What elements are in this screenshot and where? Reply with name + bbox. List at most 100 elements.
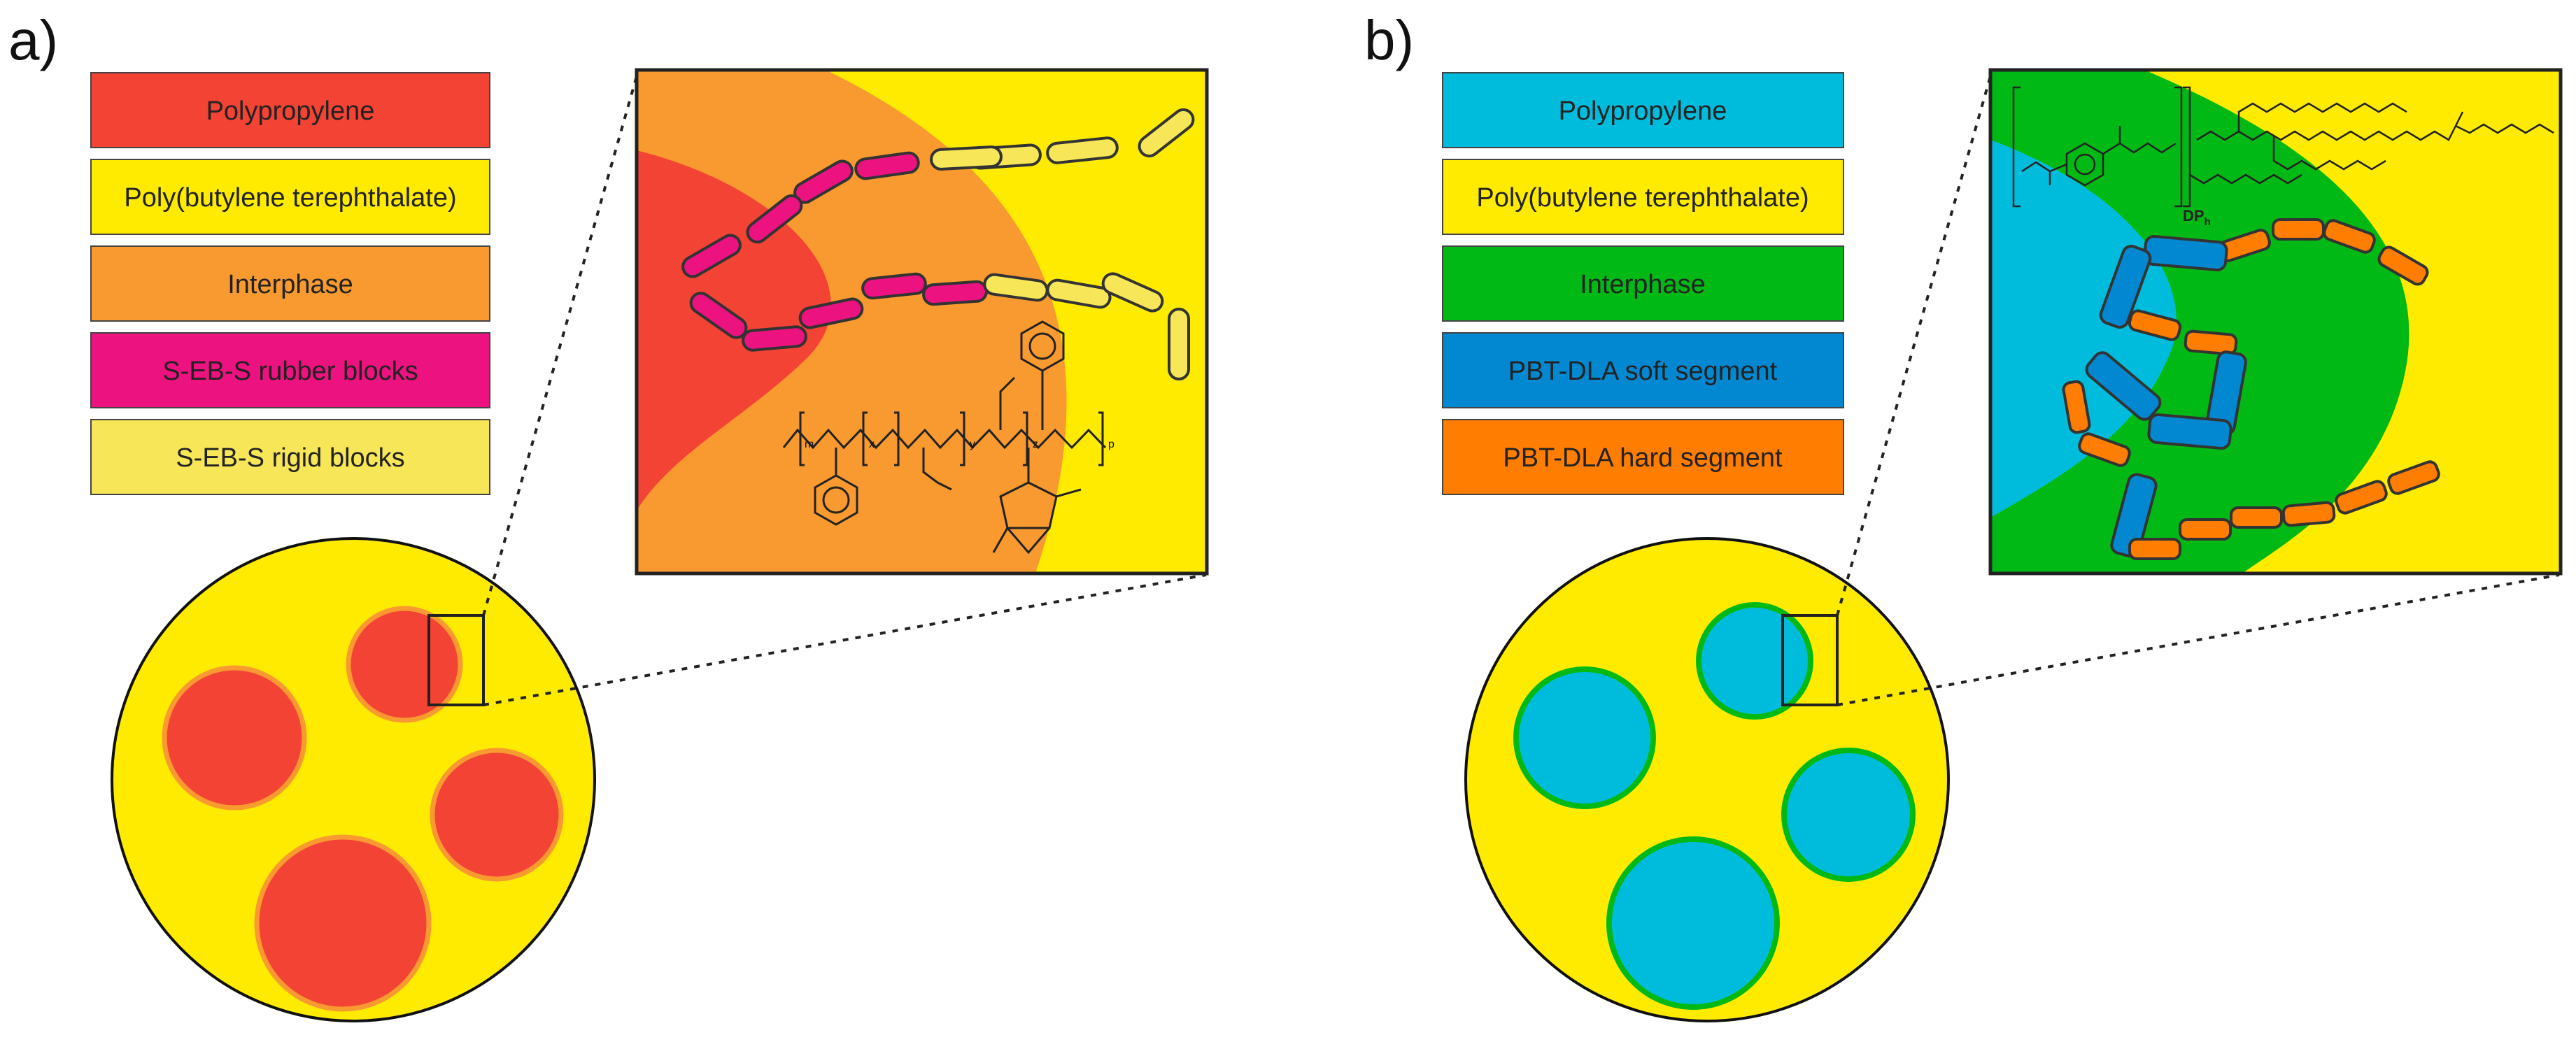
chem-a-subscript-m: m	[805, 438, 814, 450]
rubber-block-a-6	[742, 325, 807, 352]
chem-b-ester-left	[2021, 161, 2051, 185]
chem-a-subscript-y: y	[970, 438, 975, 450]
chem-a-phenyl-right	[1020, 320, 1065, 372]
zoom-line-b-bottom	[1837, 573, 2560, 706]
chem-a-subscript-p: p	[1108, 438, 1114, 450]
legend-b-item-interphase: Interphase	[1442, 245, 1844, 322]
rigid-block-a-4	[930, 145, 1003, 171]
legend-a-item-pbt: Poly(butylene terephthalate)	[90, 159, 490, 235]
zoom-line-b-top	[1836, 71, 1993, 616]
legend-a-item-rubber: S-EB-S rubber blocks	[90, 332, 490, 408]
chem-a-phenyl-left	[814, 474, 858, 526]
zoom-line-a-bottom	[483, 573, 1207, 706]
soft-segment-b-2	[2099, 245, 2152, 329]
panel-b-label: b)	[1364, 9, 1414, 71]
chem-b-dimer-chain-bottom	[2189, 173, 2302, 185]
hard-segment-b-9	[2128, 538, 2181, 560]
chem-b-brackets	[2012, 86, 2191, 208]
chem-b-dp-label: DPh	[2183, 207, 2211, 228]
soft-segment-b-5	[2147, 413, 2232, 450]
panel-b: b) Polypropylene Poly(butylene terephtha…	[1364, 9, 2563, 1022]
chem-a-ethyl-branch	[922, 376, 1016, 491]
chem-b-dimer-branch	[2237, 102, 2407, 171]
hard-segment-b-5	[2128, 309, 2182, 341]
inset-a-chain	[681, 108, 1195, 380]
legend-b-swatch-hard	[1442, 419, 1844, 495]
droplet-b-3	[1781, 748, 1916, 882]
soft-segment-b-3	[2085, 351, 2162, 421]
rubber-block-a-8	[861, 272, 927, 300]
legend-b-swatch-interphase	[1442, 245, 1844, 322]
legend-a-swatch-rigid	[90, 419, 490, 495]
inset-a-border	[635, 68, 1209, 576]
matrix-circle-b	[1464, 537, 1950, 1022]
chem-structure-b	[2012, 86, 2554, 208]
legend-a-swatch-rubber	[90, 332, 490, 408]
soft-segment-b-6	[2110, 473, 2158, 558]
legend-b-swatch-soft	[1442, 332, 1844, 408]
rubber-block-a-7	[798, 297, 864, 329]
chem-a-backbone	[782, 428, 1107, 450]
droplet-b-2	[1696, 602, 1813, 720]
legend-b-text-hard: PBT-DLA hard segment	[1503, 443, 1783, 473]
inset-b: DPh	[1988, 68, 2563, 576]
hard-segment-b-14	[2387, 460, 2440, 495]
chem-b-ester-links	[2049, 126, 2177, 173]
matrix-circle-a	[111, 537, 596, 1022]
rigid-block-a-1	[1138, 108, 1195, 158]
legend-a-text-interphase: Interphase	[227, 270, 353, 299]
chem-a-phenyl-right-ring	[1028, 332, 1056, 360]
rubber-block-a-4	[681, 234, 742, 278]
droplet-a-4	[254, 834, 432, 1012]
legend-b-swatch-polypropylene	[1442, 72, 1844, 148]
legend-a-item-rigid: S-EB-S rigid blocks	[90, 419, 490, 495]
legend-a-text-pbt: Poly(butylene terephthalate)	[124, 183, 456, 213]
legend-a: Polypropylene Poly(butylene terephthalat…	[90, 72, 490, 495]
soft-segment-b-1	[2143, 235, 2228, 271]
legend-a-swatch-pbt	[90, 159, 490, 235]
chem-a-subscript-x: x	[869, 438, 875, 450]
legend-a-item-polypropylene: Polypropylene	[90, 72, 490, 148]
zoom-line-a-top	[482, 71, 639, 616]
legend-b-item-polypropylene: Polypropylene	[1442, 72, 1844, 148]
legend-b-swatch-pbt	[1442, 159, 1844, 235]
droplet-a-1	[162, 665, 307, 811]
chem-a-subscripts: m x y z p	[805, 438, 1114, 450]
zoom-region-a	[427, 614, 485, 706]
legend-b-item-soft: PBT-DLA soft segment	[1442, 332, 1844, 408]
chem-a-phenyl-left-ring	[822, 486, 850, 514]
panel-a: a) Polypropylene Poly(butylene terephtha…	[8, 9, 1209, 1022]
legend-b-text-pbt: Poly(butylene terephthalate)	[1476, 183, 1809, 213]
droplet-b-1	[1513, 666, 1656, 809]
inset-b-border	[1988, 68, 2563, 576]
rigid-block-a-6	[1046, 278, 1112, 309]
legend-b-text-polypropylene: Polypropylene	[1559, 97, 1727, 126]
legend-b-item-hard: PBT-DLA hard segment	[1442, 419, 1844, 495]
rubber-block-a-3	[746, 194, 803, 244]
hard-segment-b-1	[2377, 245, 2429, 286]
blend-circle-a	[111, 537, 596, 1022]
hard-segment-b-3	[2272, 218, 2325, 241]
legend-a-text-rubber: S-EB-S rubber blocks	[162, 357, 418, 386]
hard-segment-b-6	[2184, 329, 2238, 356]
zoom-region-b	[1781, 614, 1839, 706]
hard-segment-b-10	[2179, 518, 2232, 541]
hard-segment-b-7	[2062, 380, 2091, 434]
inset-a: m x y z p	[635, 68, 1209, 576]
chem-a-carbonyls	[992, 488, 1082, 555]
legend-b-item-pbt: Poly(butylene terephthalate)	[1442, 159, 1844, 235]
legend-a-item-interphase: Interphase	[90, 245, 490, 322]
legend-a-text-polypropylene: Polypropylene	[206, 97, 375, 126]
legend-b-text-soft: PBT-DLA soft segment	[1508, 357, 1778, 386]
chem-b-dp-subscript: h	[2205, 216, 2211, 228]
rigid-block-a-8	[1168, 308, 1190, 380]
rigid-block-a-7	[1101, 272, 1164, 313]
chem-a-anhydride-ring	[999, 481, 1058, 529]
inset-b-chain	[2062, 218, 2440, 560]
droplet-a-3	[430, 748, 564, 882]
legend-b: Polypropylene Poly(butylene terephthalat…	[1442, 72, 1844, 495]
rigid-block-a-2	[1046, 136, 1119, 164]
hard-segment-b-11	[2230, 506, 2283, 529]
legend-a-swatch-polypropylene	[90, 72, 490, 148]
droplet-a-2	[346, 606, 463, 723]
